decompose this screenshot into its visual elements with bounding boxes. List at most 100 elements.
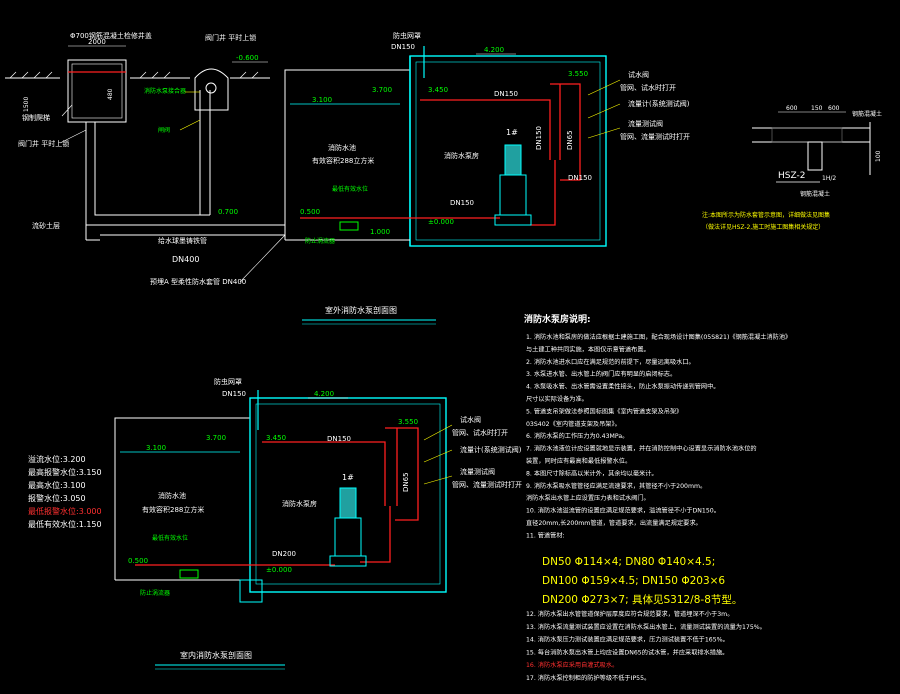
level-high-alarm: 最高报警水位:3.150 [28, 467, 102, 477]
note-line-1: 与土建工种共同实施，本图仅示意管道布置。 [526, 345, 650, 353]
dn65: DN65 [566, 130, 574, 150]
pipe-spec-line-1: DN100 Φ159×4.5; DN150 Φ203×6 [542, 575, 725, 587]
level-low-alarm: 最低报警水位:3.000 [28, 506, 102, 516]
elev-0700: 0.700 [218, 208, 238, 216]
level-high: 最高水位:3.100 [28, 480, 86, 490]
leader-2 [59, 129, 87, 144]
b-r-label-2: 管网、试水时打开 [452, 428, 508, 437]
elev-000: ±0.000 [428, 218, 454, 226]
vent-label: 防虫网罩 [393, 31, 421, 40]
b-elev-4200: 4.200 [314, 390, 334, 398]
left-label-ladder: 钢制爬梯 [22, 113, 50, 122]
bottom-pipe-label: 给水球墨铸铁管 [158, 236, 207, 245]
detail-hatch-box [771, 127, 843, 143]
b-min-level: 最低有效水位 [152, 534, 188, 542]
notes-more: 12. 消防水泵出水管管道保护层厚度应符合规范要求，管道埋深不小于3m。13. … [526, 610, 766, 682]
b-test-pipe [385, 427, 419, 521]
shaft-left [85, 122, 100, 226]
b-pool-wall [114, 417, 250, 580]
note-more-line-4: 16. 消防水泵应采用自灌式吸水。 [526, 661, 618, 669]
note-line-12: 9. 消防水泵吸水管管径应满足流速要求，其管径不小于200mm。 [526, 482, 706, 490]
water-levels: 溢流水位:3.200 最高报警水位:3.150 最高水位:3.100 报警水位:… [28, 454, 102, 529]
detail-600b: 600 [828, 105, 840, 112]
dim-1500: 1500 [23, 97, 30, 112]
b-pump-room-wall-inner [255, 403, 441, 585]
level-overflow: 溢流水位:3.200 [28, 454, 86, 464]
dn150-a: DN150 [494, 90, 518, 98]
bottom-section: 防虫网罩 DN150 4.200 3.550 3.700 3.450 3.100… [114, 377, 522, 670]
pump-motor [504, 144, 522, 176]
note-line-16: 11. 管道管材: [526, 531, 565, 539]
b-sump-pit [239, 579, 263, 603]
b-elev-3100: 3.100 [146, 444, 166, 452]
dn400: DN400 [172, 255, 199, 264]
detail-side2: 100 [875, 150, 882, 162]
b-vent-dn: DN150 [222, 390, 246, 398]
gate-valve-label: 消防水泵接合器 [144, 87, 186, 95]
b-pool-name: 消防水池 [158, 491, 186, 500]
elev-1000: 1.000 [370, 228, 390, 236]
r-leaders [587, 79, 621, 139]
b-pump-room: 消防水泵房 [282, 499, 317, 508]
check-valve-label: 闸阀 [158, 126, 170, 134]
left-label-soil: 流砂土层 [32, 221, 60, 230]
note-line-10: 装置，同时应有最高和最低报警水位。 [526, 457, 631, 465]
pump-base [494, 214, 532, 226]
b-sump-label: 防止涡流器 [140, 589, 170, 597]
elev-3550: 3.550 [568, 70, 588, 78]
sump-icon [339, 221, 359, 231]
note-line-15: 直径20mm,长200mm管道，管道要求，出流量满足规定要求。 [526, 519, 702, 527]
dim-2000: 2000 [88, 38, 106, 46]
r-label-4: 流量测试阀 [628, 119, 663, 128]
b-pump-discharge [360, 506, 391, 563]
note-line-14: 10. 消防水池溢流管的设置应满足规范要求，溢流管径不小于DN150。 [526, 507, 720, 515]
ground-hatch [9, 71, 259, 79]
leader-5 [239, 234, 286, 283]
detail-bottom-label: 钢筋混凝土 [800, 190, 830, 198]
note-line-3: 3. 水泵进水管、出水管上的阀门应有明显的启闭标志。 [526, 370, 676, 378]
b-r-label-4: 流量测试阀 [460, 467, 495, 476]
elev-m0600: -0.600 [236, 54, 259, 62]
b-sump-icon [179, 569, 199, 579]
detail-note-2: （做法详见HSZ-2,施工时施工图集相关规定） [702, 223, 824, 231]
note-line-8: 6. 消防水泵的工作压力为0.43MPa。 [526, 432, 628, 440]
note-line-0: 1. 消防水池和泵房的做法应根据土建施工图，配合现场设计图集(05S821)《钢… [526, 333, 791, 341]
b-vent-label: 防虫网罩 [214, 377, 242, 386]
inspection-well-inner [71, 63, 123, 119]
r-label-5: 管网、流量测试时打开 [620, 132, 690, 141]
detail-sub: 1H/2 [822, 175, 836, 182]
elev-3100: 3.100 [312, 96, 332, 104]
well-cover-label: Φ700钢筋混凝土检修井盖 [70, 31, 152, 40]
detail-150: 150 [811, 105, 823, 112]
bottom-title: 室内消防水泵剖面图 [180, 650, 252, 660]
note-line-4: 4. 水泵吸水管、出水管需设置柔性接头，防止水泵振动传递到管网中。 [526, 383, 720, 391]
b-dn65: DN65 [402, 472, 410, 492]
note-more-line-3: 15. 每台消防水泵出水管上均应设置DN65的试水管，并应采取排水措施。 [526, 648, 728, 656]
elev-3450: 3.450 [428, 86, 448, 94]
pool-name: 消防水池 [328, 143, 356, 152]
b-r-leaders [423, 424, 453, 485]
note-more-line-2: 14. 消防水泵压力测试装置应满足规范要求，压力测试装置不低于165%。 [526, 636, 729, 644]
elev-0500: 0.500 [300, 208, 320, 216]
min-level: 最低有效水位 [332, 185, 368, 193]
pump-discharge [530, 160, 556, 226]
notes-heading: 消防水泵房说明: [524, 313, 591, 325]
b-outlet-pipe [262, 441, 386, 506]
level-alarm: 报警水位:3.050 [28, 493, 86, 503]
level-min-effective: 最低有效水位:1.150 [28, 519, 102, 529]
b-pump-base [329, 555, 367, 567]
leader-4 [179, 119, 201, 131]
elev-3700: 3.700 [372, 86, 392, 94]
r-label-1: 试水阀 [628, 70, 649, 79]
b-r-label-5: 管网、流量测试时打开 [452, 480, 522, 489]
r-label-2: 管网、试水时打开 [620, 83, 676, 92]
note-line-11: 8. 本图尺寸除标高以米计外，其余均以毫米计。 [526, 469, 658, 477]
pipe-spec-line-2: DN200 Φ273×7; 具体见S312/8-8节型。 [542, 593, 742, 606]
b-pump-no: 1# [342, 473, 354, 482]
b-elev-3450: 3.450 [266, 434, 286, 442]
note-line-9: 7. 消防水池液位计应设置就地显示装置，并在消防控制中心设置显示消防水池水位的 [526, 445, 757, 453]
pool-cap: 有效容积288立方米 [312, 156, 374, 165]
valve-well-label: 阀门井 平时上锁 [205, 33, 256, 42]
b-r-label-3: 流量计(系统测试阀) [460, 445, 522, 454]
top-section: 2000 Φ700钢筋混凝土检修井盖 480 1500 钢制爬梯 阀门井 平时上… [5, 31, 690, 325]
